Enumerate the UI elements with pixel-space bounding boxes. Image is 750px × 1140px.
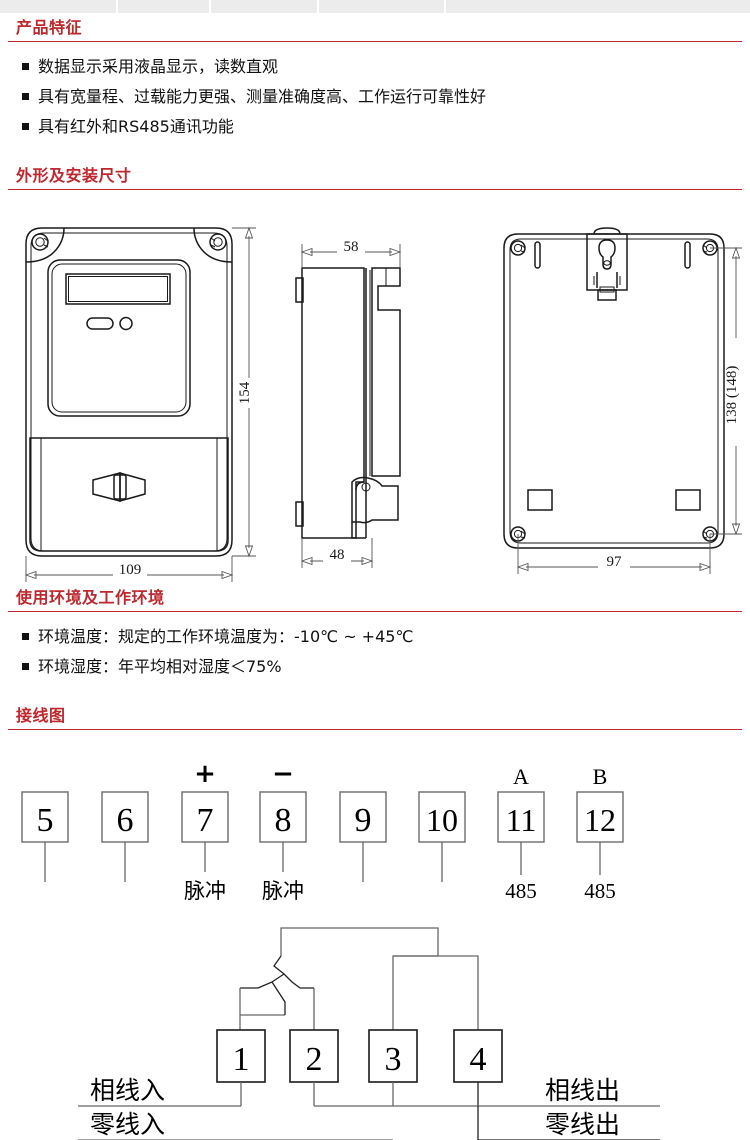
rear-height-dimension: 138 (148) [724,366,740,425]
terminal-number: 2 [306,1041,323,1078]
list-item: 环境温度：规定的工作环境温度为：-10℃ ~ +45℃ [0,622,750,652]
terminal-bottom-label: 485 [584,879,616,903]
terminal-number: 7 [197,802,214,839]
terminal-9: 9 [339,791,387,882]
rear-width-dimension: 97 [607,554,623,570]
front-width-dimension: 109 [119,562,142,578]
bullet-square-icon [22,93,29,100]
table-cell [118,0,212,13]
label-live-out: 相线出 [545,1077,620,1105]
side-view-drawing: 58 48 [295,238,402,568]
terminal-number: 11 [506,802,537,838]
terminal-top-label: + [194,759,216,789]
environment-text: 环境湿度：年平均相对湿度＜75% [38,657,282,676]
feature-text: 数据显示采用液晶显示，读数直观 [38,57,279,76]
terminal-1: 1 [216,1029,266,1106]
environment-text: 环境温度：规定的工作环境温度为：-10℃ ~ +45℃ [38,627,414,646]
label-neutral-in: 零线入 [90,1111,165,1139]
list-item: 数据显示采用液晶显示，读数直观 [0,52,750,82]
feature-text: 具有红外和RS485通讯功能 [38,117,234,136]
terminal-8: − 8 脉冲 [259,759,307,903]
terminal-4: 4 [453,1029,503,1106]
table-cell [446,0,750,13]
terminal-top-label: B [593,764,608,789]
section-product-features: 产品特征 数据显示采用液晶显示，读数直观 具有宽量程、过载能力更强、测量准确度高… [0,18,750,142]
list-item: 具有红外和RS485通讯功能 [0,112,750,142]
terminal-12: B 12 485 [576,764,624,903]
environment-list: 环境温度：规定的工作环境温度为：-10℃ ~ +45℃ 环境湿度：年平均相对湿度… [0,612,750,682]
terminal-number: 6 [117,802,134,839]
section-title-dimensions: 外形及安装尺寸 [8,166,742,190]
upper-terminal-row: 5 6 + 7 脉冲 [21,759,624,903]
terminal-number: 4 [470,1041,487,1078]
section-environment: 使用环境及工作环境 环境温度：规定的工作环境温度为：-10℃ ~ +45℃ 环境… [0,588,750,682]
section-wiring-diagram: 接线图 5 6 + [0,706,750,1140]
terminal-2: 2 [289,1029,339,1106]
dimension-drawing-svg: 154 109 [24,226,746,582]
list-item: 环境湿度：年平均相对湿度＜75% [0,652,750,682]
features-list: 数据显示采用液晶显示，读数直观 具有宽量程、过载能力更强、测量准确度高、工作运行… [0,42,750,142]
terminal-number: 9 [355,802,372,839]
label-live-in: 相线入 [90,1077,165,1105]
bullet-square-icon [22,663,29,670]
terminal-11: A 11 485 [497,764,545,903]
terminal-number: 10 [426,802,458,838]
side-bottom-depth-dimension: 48 [330,547,345,563]
terminal-number: 5 [37,802,54,839]
terminal-number: 12 [584,802,616,838]
label-neutral-out: 零线出 [545,1111,620,1139]
terminal-7: + 7 脉冲 [181,759,229,903]
wiring-diagram-svg: 5 6 + 7 脉冲 [21,759,660,1140]
front-view-drawing: 154 109 [24,226,258,582]
front-height-dimension: 154 [237,381,253,404]
section-title-environment: 使用环境及工作环境 [8,588,742,612]
terminal-number: 8 [275,802,292,839]
terminal-number: 1 [233,1041,250,1078]
section-dimensions: 外形及安装尺寸 [0,166,750,590]
dimension-drawings: 154 109 [0,190,750,590]
wiring-drawing: 5 6 + 7 脉冲 [0,730,750,1140]
bullet-square-icon [22,123,29,130]
terminal-6: 6 [101,791,149,882]
terminal-top-label: A [513,764,529,789]
terminal-bottom-label: 485 [505,879,537,903]
list-item: 具有宽量程、过载能力更强、测量准确度高、工作运行可靠性好 [0,82,750,112]
rear-view-drawing: 138 (148) 97 [503,227,746,574]
side-top-depth-dimension: 58 [344,239,359,255]
terminal-5: 5 [21,791,69,882]
section-title-features: 产品特征 [8,18,742,42]
table-cell [211,0,320,13]
terminal-10: 10 [418,791,466,882]
section-title-wiring: 接线图 [8,706,742,730]
bullet-square-icon [22,63,29,70]
terminal-bottom-label: 脉冲 [262,879,304,903]
terminal-top-label: − [272,759,294,789]
lower-circuit: 1 2 3 4 [78,927,660,1140]
clipped-table-strip [0,0,750,14]
table-cell [0,0,119,13]
terminal-bottom-label: 脉冲 [184,879,226,903]
table-cell [319,0,447,13]
bullet-square-icon [22,633,29,640]
terminal-3: 3 [368,1029,418,1106]
terminal-number: 3 [385,1041,402,1078]
feature-text: 具有宽量程、过载能力更强、测量准确度高、工作运行可靠性好 [38,87,487,106]
